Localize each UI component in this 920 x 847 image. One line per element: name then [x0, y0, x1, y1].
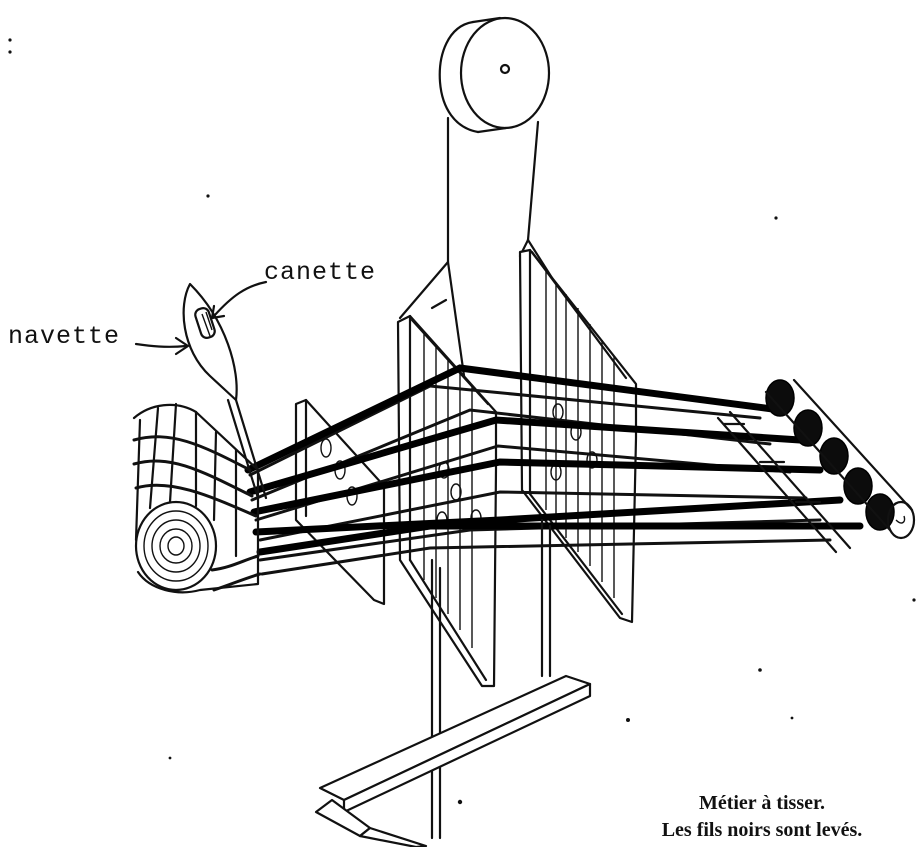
canette-pointer	[214, 282, 266, 316]
cloth-beam	[134, 404, 260, 592]
canette-label: canette	[264, 258, 376, 287]
pulley	[440, 18, 549, 132]
caption-line-2: Les fils noirs sont levés.	[612, 817, 912, 844]
navette-label: navette	[8, 322, 120, 351]
figure-caption: Métier à tisser. Les fils noirs sont lev…	[612, 790, 912, 844]
navette-pointer	[136, 344, 186, 347]
heddle-frame-rear	[520, 250, 636, 622]
treadle	[316, 676, 590, 847]
caption-line-1: Métier à tisser.	[612, 790, 912, 817]
